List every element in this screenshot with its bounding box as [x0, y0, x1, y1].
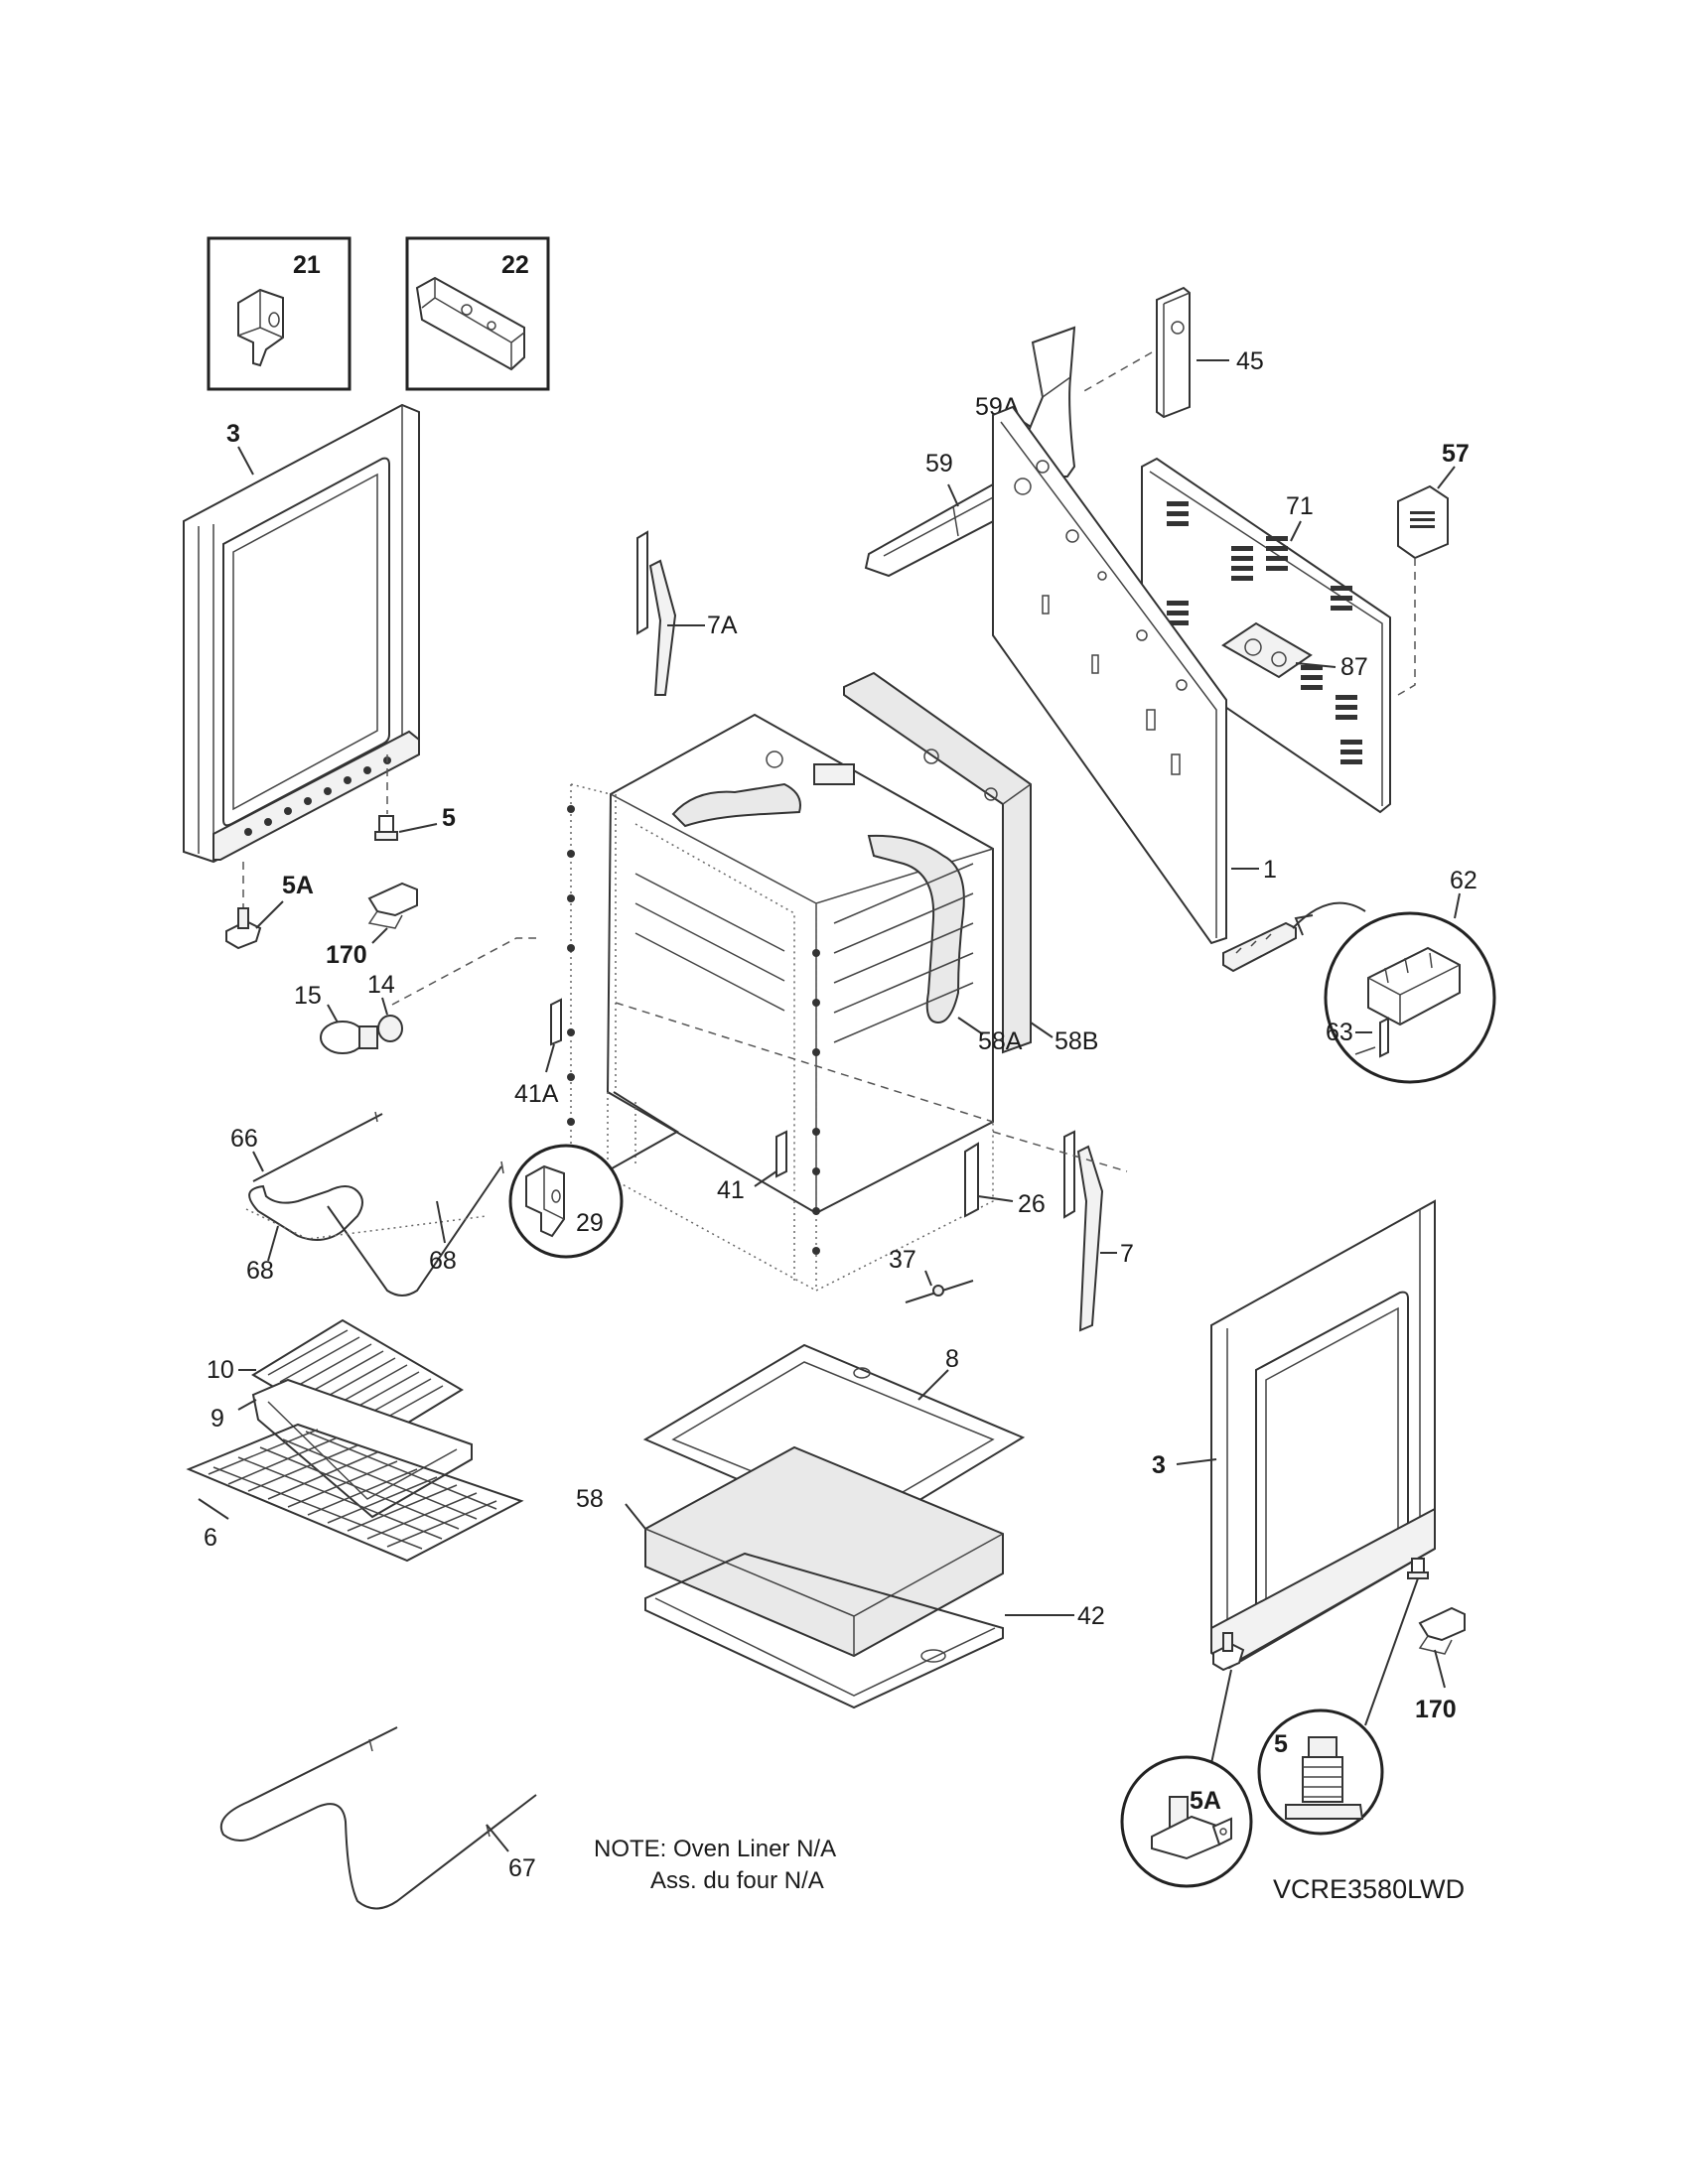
label-1: 1	[1263, 856, 1277, 884]
hinge-part-170-left: 170	[326, 882, 418, 969]
label-7: 7	[1120, 1240, 1134, 1268]
sensor-37: 37	[889, 1246, 974, 1303]
label-66: 66	[230, 1125, 258, 1153]
label-68-right: 68	[429, 1247, 457, 1275]
oven-lamp-parts: 15 14	[294, 937, 536, 1054]
label-14: 14	[367, 971, 395, 999]
back-wall-1: 1	[992, 405, 1277, 945]
broiler-pan-9: 9	[211, 1378, 473, 1519]
label-5-right: 5	[1274, 1730, 1288, 1758]
broil-element-66: 66	[230, 1111, 504, 1297]
bottom-panel-42: 42	[644, 1552, 1105, 1709]
oven-door-right: 3	[1152, 1199, 1436, 1670]
label-8: 8	[945, 1345, 959, 1373]
callout-29: 29	[508, 1091, 679, 1259]
rear-panel-vents	[1167, 501, 1362, 764]
label-21: 21	[293, 251, 321, 279]
label-41A: 41A	[514, 1080, 559, 1108]
inset-box-22: 22	[405, 236, 550, 391]
model-number: VCRE3580LWD	[1273, 1874, 1465, 1904]
oven-cavity: 58A	[606, 713, 1023, 1215]
label-22: 22	[501, 251, 529, 279]
label-5A-left: 5A	[282, 872, 314, 899]
label-57: 57	[1442, 440, 1470, 468]
label-58A: 58A	[978, 1027, 1023, 1055]
hinge-part-5-left: 5	[374, 754, 456, 841]
broiler-pan-grid-10: 10	[207, 1318, 464, 1446]
oven-rack-6: 6	[186, 1423, 524, 1563]
label-170-right: 170	[1415, 1696, 1457, 1723]
label-10: 10	[207, 1356, 234, 1384]
bake-element-67: 67	[219, 1726, 537, 1910]
label-5-left: 5	[442, 804, 456, 832]
hinge-bracket-7A: 7A	[636, 530, 738, 696]
label-58: 58	[576, 1485, 604, 1513]
label-87: 87	[1340, 653, 1368, 681]
vent-duct-45: 45	[1156, 286, 1264, 419]
label-37: 37	[889, 1246, 916, 1274]
callout-62: 62 63	[1222, 867, 1496, 1084]
label-9: 9	[211, 1405, 224, 1433]
label-170-left: 170	[326, 941, 367, 969]
callout-5A-right: 5A	[1120, 1632, 1253, 1888]
label-6: 6	[204, 1524, 217, 1552]
label-42: 42	[1077, 1602, 1105, 1630]
label-68-left: 68	[246, 1257, 274, 1285]
note-block: NOTE: Oven Liner N/A Ass. du four N/A	[594, 1836, 836, 1894]
label-63: 63	[1326, 1019, 1353, 1046]
insulation-58B: 58B	[843, 671, 1098, 1055]
label-41: 41	[717, 1176, 745, 1204]
inset-box-21: 21	[207, 236, 352, 391]
duct-59: 59	[864, 450, 1013, 578]
label-26: 26	[1018, 1190, 1046, 1218]
label-7A: 7A	[707, 612, 738, 639]
label-62: 62	[1450, 867, 1477, 894]
label-29: 29	[576, 1209, 604, 1237]
part-87: 87	[1221, 621, 1368, 681]
hinge-bracket-7: 7	[1063, 1130, 1134, 1332]
bracket-41A: 41A	[514, 998, 562, 1108]
bracket-26: 26	[964, 1142, 1046, 1218]
label-58B: 58B	[1055, 1027, 1098, 1055]
note-line-2: Ass. du four N/A	[650, 1867, 824, 1894]
note-line-1: NOTE: Oven Liner N/A	[594, 1836, 836, 1862]
oven-door-left: 3	[183, 403, 420, 864]
label-3-right: 3	[1152, 1451, 1166, 1479]
callout-5-right: 5	[1257, 1558, 1429, 1836]
reflector-68: 68 68	[245, 1200, 488, 1285]
bottom-insulation-58: 58	[576, 1445, 1004, 1658]
cover-57: 57	[1397, 440, 1470, 696]
hinge-part-5A-left: 5A	[225, 862, 314, 950]
label-67: 67	[508, 1854, 536, 1882]
label-3-left: 3	[226, 420, 240, 448]
label-5A-right: 5A	[1190, 1787, 1221, 1815]
hinge-part-170-right: 170	[1415, 1606, 1466, 1723]
bracket-41: 41	[717, 1130, 787, 1204]
label-71: 71	[1286, 492, 1314, 520]
label-15: 15	[294, 982, 322, 1010]
label-59: 59	[925, 450, 953, 478]
label-45: 45	[1236, 347, 1264, 375]
